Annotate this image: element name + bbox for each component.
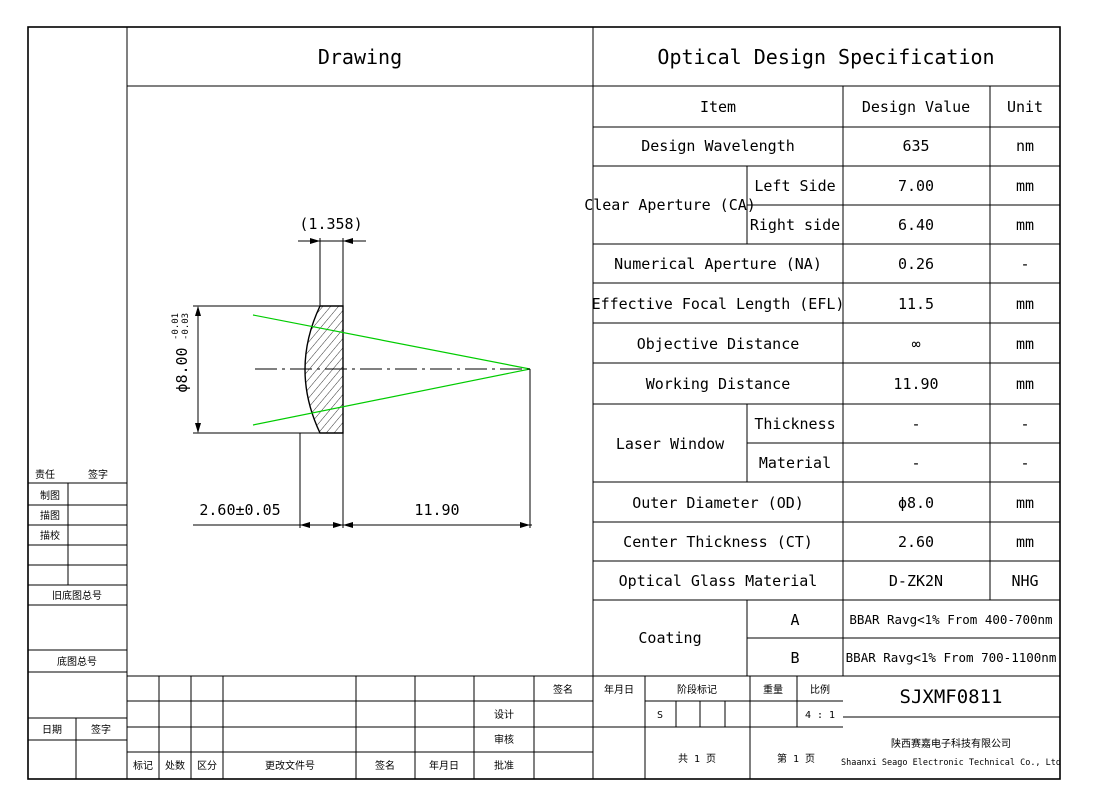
spec-subitem: Left Side [754, 177, 835, 195]
spec-value: 7.00 [898, 177, 934, 195]
spec-header-unit: Unit [1007, 98, 1043, 116]
review-label: 审核 [494, 733, 514, 746]
base-number-label: 底图总号 [57, 655, 97, 668]
spec-value: 2.60 [898, 533, 934, 551]
spec-unit: - [1020, 454, 1029, 472]
spec-subitem: Thickness [754, 415, 835, 433]
spec-unit: mm [1016, 177, 1034, 195]
ct-reference-dimension: (1.358) [299, 215, 362, 233]
part-number: SJXMF0811 [900, 686, 1003, 708]
spec-unit: mm [1016, 295, 1034, 313]
spec-value: - [911, 415, 920, 433]
spec-item: Working Distance [646, 375, 791, 393]
spec-table [593, 86, 1060, 676]
spec-subitem: A [790, 611, 799, 629]
spec-value: D-ZK2N [889, 572, 943, 590]
total-pages: 共 1 页 [678, 753, 716, 765]
scale-label: 比例 [810, 683, 830, 696]
col-date: 年月日 [429, 759, 459, 772]
spec-value: ∞ [911, 335, 920, 353]
diameter-dimension-label: ϕ8.00 [173, 347, 191, 392]
spec-item: Effective Focal Length (EFL) [592, 295, 845, 313]
lens-body [304, 305, 344, 434]
diameter-tolerance-upper: -0.01 [171, 313, 181, 340]
page-number: 第 1 页 [777, 752, 815, 765]
signature2-label: 签字 [91, 723, 111, 736]
spec-value: 0.26 [898, 255, 934, 273]
company-name-en: Shaanxi Seago Electronic Technical Co., … [841, 758, 1061, 768]
approve-label: 批准 [494, 759, 514, 772]
spec-item: Design Wavelength [641, 137, 795, 155]
spec-item: Laser Window [616, 435, 725, 453]
date-label: 日期 [42, 724, 62, 736]
spec-value: BBAR Ravg<1% From 700-1100nm [846, 650, 1057, 665]
design-label: 设计 [494, 708, 514, 721]
spec-item: Optical Glass Material [619, 572, 818, 590]
company-name-cn: 陕西赛嘉电子科技有限公司 [891, 737, 1011, 750]
spec-unit: mm [1016, 375, 1034, 393]
stage-s: S [657, 710, 663, 721]
tracing-label: 描图 [40, 509, 60, 522]
sign-header: 签名 [553, 683, 573, 696]
diameter-tolerance-lower: -0.03 [181, 313, 191, 340]
spec-unit: mm [1016, 533, 1034, 551]
spec-item: Objective Distance [637, 335, 800, 353]
scale-value: 4 : 1 [805, 710, 835, 721]
stage-mark-label: 阶段标记 [677, 683, 717, 696]
col-count: 处数 [165, 759, 185, 772]
col-mark: 标记 [133, 760, 153, 772]
drawing-title: Drawing [318, 45, 402, 69]
left-revision-block [28, 482, 127, 779]
sheet-border [27, 26, 1061, 780]
thickness-dimension: 2.60±0.05 [199, 501, 280, 519]
spec-unit: - [1020, 415, 1029, 433]
spec-value: ϕ8.0 [898, 494, 934, 512]
spec-subitem: Right side [750, 216, 840, 234]
spec-value: BBAR Ravg<1% From 400-700nm [849, 612, 1052, 627]
spec-item: Numerical Aperture (NA) [614, 255, 822, 273]
spec-item: Outer Diameter (OD) [632, 494, 804, 512]
spec-value: - [911, 454, 920, 472]
col-change-doc: 更改文件号 [265, 759, 315, 772]
working-distance-dimension: 11.90 [414, 501, 459, 519]
ray-bottom [252, 368, 531, 426]
spec-unit: mm [1016, 216, 1034, 234]
col-zone: 区分 [197, 760, 217, 772]
spec-value: 11.5 [898, 295, 934, 313]
col-sign: 签名 [375, 759, 395, 772]
spec-value: 11.90 [893, 375, 938, 393]
spec-unit: mm [1016, 494, 1034, 512]
ray-top [252, 314, 531, 370]
spec-title: Optical Design Specification [657, 45, 994, 69]
responsibility-label: 责任 [35, 468, 55, 481]
weight-label: 重量 [763, 683, 783, 696]
old-base-number-label: 旧底图总号 [52, 589, 102, 602]
title-block-grid [127, 675, 1060, 779]
spec-value: 6.40 [898, 216, 934, 234]
spec-value: 635 [902, 137, 929, 155]
spec-item: Clear Aperture (CA) [584, 196, 756, 214]
spec-subitem: B [790, 649, 799, 667]
spec-header-value: Design Value [862, 98, 970, 116]
spec-unit: NHG [1011, 572, 1038, 590]
date-header: 年月日 [604, 683, 634, 696]
spec-item: Coating [638, 629, 701, 647]
spec-header-item: Item [700, 98, 736, 116]
spec-unit: - [1020, 255, 1029, 273]
signature-label: 签字 [88, 468, 108, 481]
spec-unit: nm [1016, 137, 1034, 155]
spec-subitem: Material [759, 454, 831, 472]
drafting-label: 制图 [40, 489, 60, 502]
lens-drawing [193, 238, 535, 528]
trace-check-label: 描校 [40, 529, 60, 542]
spec-item: Center Thickness (CT) [623, 533, 813, 551]
spec-unit: mm [1016, 335, 1034, 353]
